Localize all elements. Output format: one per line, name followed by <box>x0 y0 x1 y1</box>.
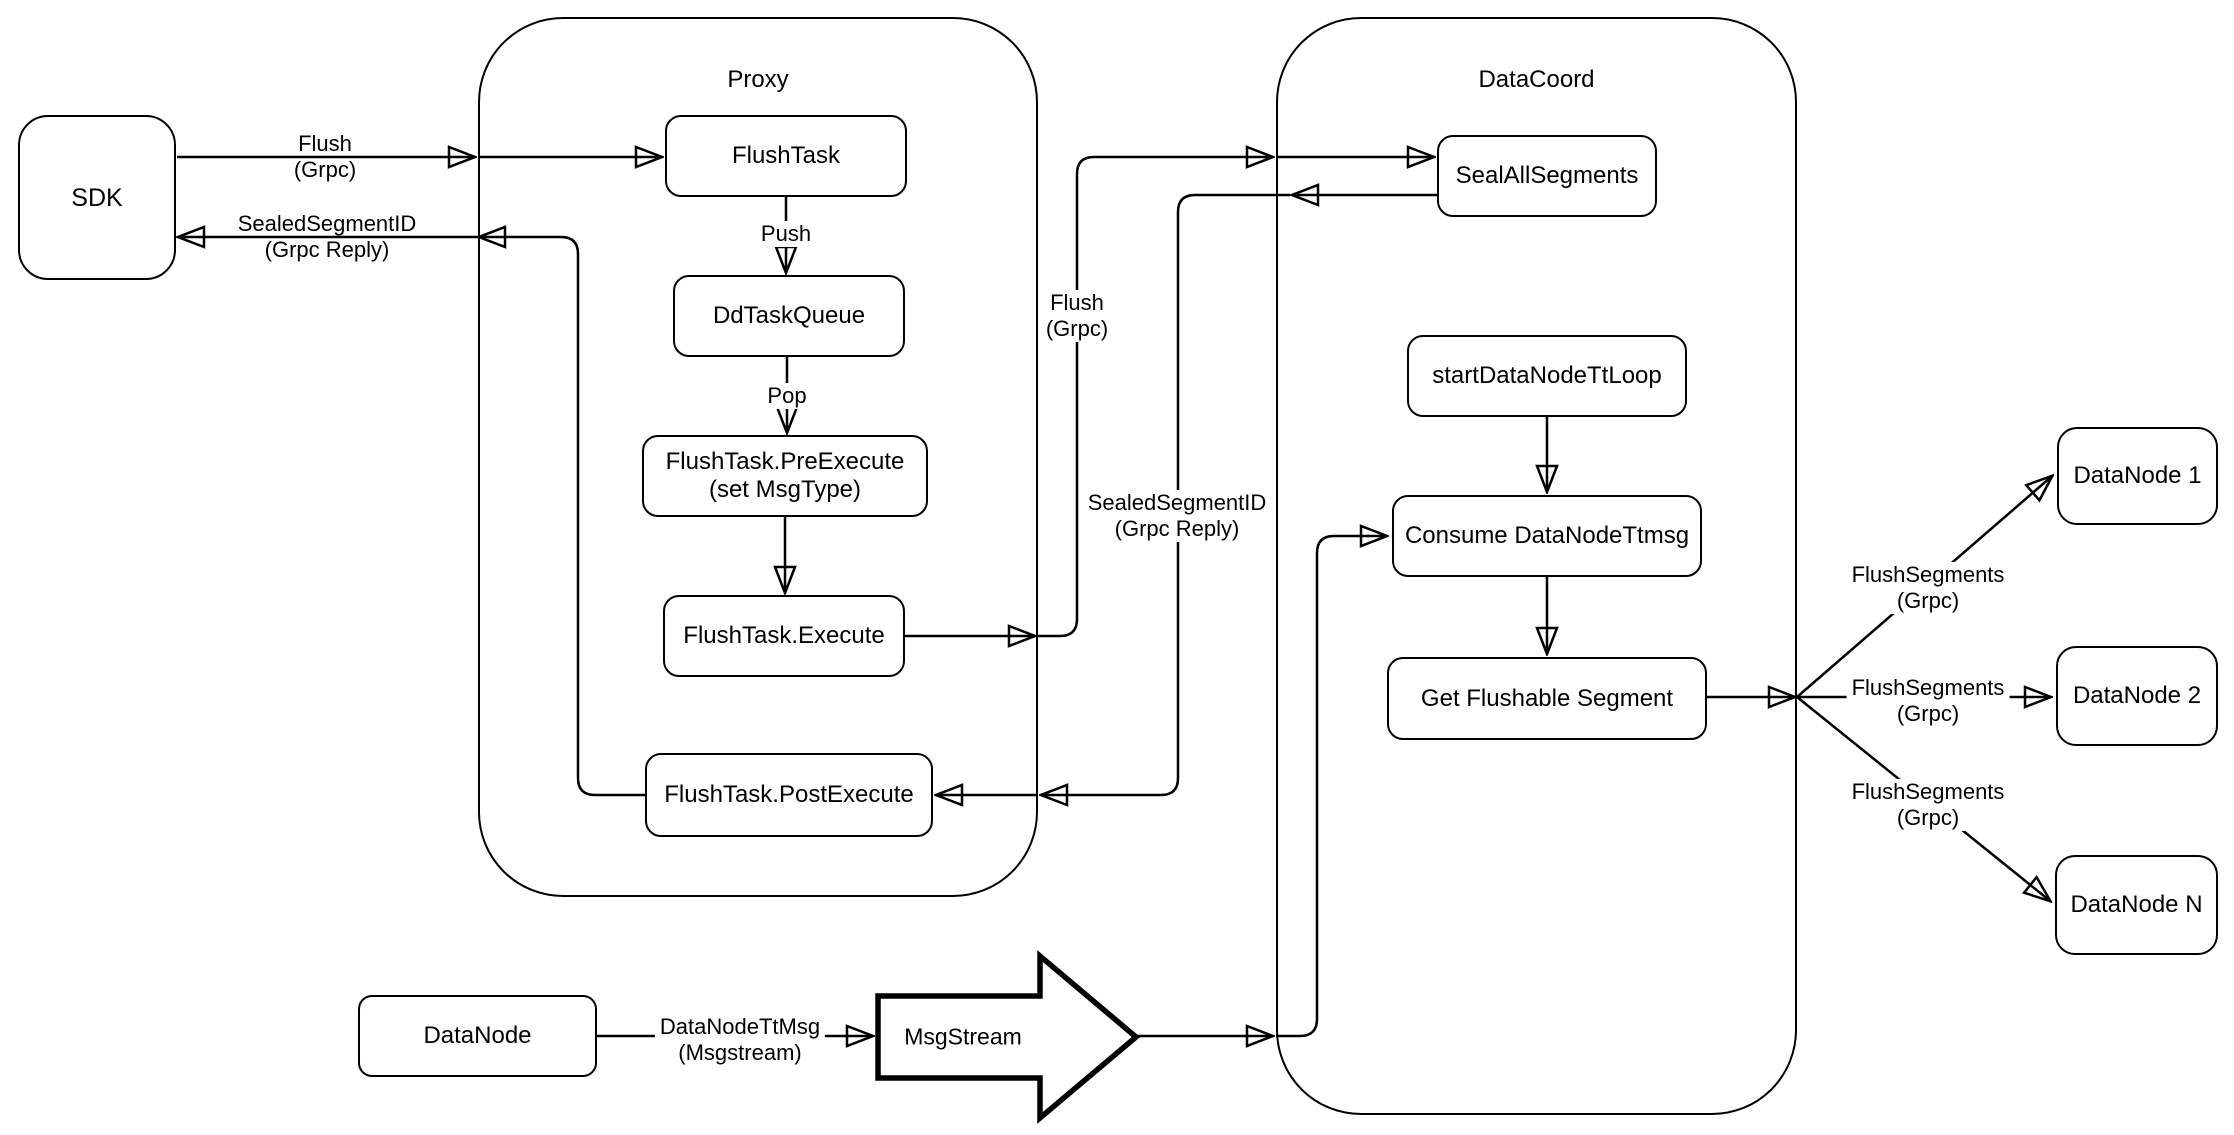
edge-label-sealedsegmentid-mid: SealedSegmentID (Grpc Reply) <box>1082 490 1272 542</box>
node-datanoden: DataNode N <box>2055 855 2218 955</box>
node-startdatanodettloop-label: startDataNodeTtLoop <box>1432 362 1662 389</box>
edge-label-flushsegments-3: FlushSegments (Grpc) <box>1846 779 2010 831</box>
edge-label-datanodettmsg-line1: DataNodeTtMsg <box>659 1014 821 1039</box>
edge-label-flushsegments-1-line1: FlushSegments <box>1851 562 2005 587</box>
edge-label-flushsegments-2-line2: (Grpc) <box>1896 701 1960 726</box>
node-execute-label: FlushTask.Execute <box>683 622 885 649</box>
edge-label-flush-sdk-line2: (Grpc) <box>293 157 357 182</box>
node-sdk: SDK <box>18 115 176 280</box>
edge-label-datanodettmsg-line2: (Msgstream) <box>678 1040 802 1065</box>
node-getflushablesegment-label: Get Flushable Segment <box>1420 684 1674 712</box>
edge-label-push: Push <box>755 221 817 247</box>
edge-label-sealedsegmentid-mid-line2: (Grpc Reply) <box>1114 516 1240 541</box>
node-datanode-bottom: DataNode <box>358 995 597 1077</box>
edge-label-flush-sdk-line1: Flush <box>298 131 352 156</box>
edge-label-pop: Pop <box>762 383 812 409</box>
edge-label-datanodettmsg: DataNodeTtMsg (Msgstream) <box>654 1014 826 1066</box>
node-execute: FlushTask.Execute <box>663 595 905 677</box>
node-getflushablesegment: Get Flushable Segment <box>1387 657 1707 740</box>
node-ddtaskqueue-label: DdTaskQueue <box>712 302 866 329</box>
edge-label-flushsegments-2: FlushSegments (Grpc) <box>1846 675 2010 727</box>
edge-label-flush-mid-line1: Flush <box>1050 290 1104 315</box>
node-consumedatanodettmsg-label: Consume DataNodeTtmsg <box>1404 522 1690 549</box>
edge-label-sealedsegmentid-sdk: SealedSegmentID (Grpc Reply) <box>238 211 417 263</box>
datacoord-container-title: DataCoord <box>1478 66 1595 93</box>
node-sdk-label: SDK <box>71 183 123 212</box>
edge-label-flushsegments-3-line2: (Grpc) <box>1896 805 1960 830</box>
edge-label-flush-mid-line2: (Grpc) <box>1045 316 1109 341</box>
node-datanode-bottom-label: DataNode <box>423 1022 532 1049</box>
proxy-container-title: Proxy <box>727 66 789 93</box>
node-flushtask: FlushTask <box>665 115 907 197</box>
node-datanode2: DataNode 2 <box>2056 646 2218 746</box>
node-flushtask-label: FlushTask <box>731 142 841 169</box>
edge-label-flush-sdk: Flush (Grpc) <box>294 131 356 183</box>
edge-label-sealedsegmentid-mid-line1: SealedSegmentID <box>1087 490 1267 515</box>
edge-label-flushsegments-3-line1: FlushSegments <box>1851 779 2005 804</box>
node-datanoden-label: DataNode N <box>2070 891 2203 918</box>
node-preexecute-label-line1: FlushTask.PreExecute <box>665 448 905 475</box>
node-datanode2-label: DataNode 2 <box>2072 682 2202 709</box>
edge-flush-up-to-datacoord-border <box>1036 157 1271 638</box>
node-consumedatanodettmsg: Consume DataNodeTtmsg <box>1392 495 1702 577</box>
node-datanode1-label: DataNode 1 <box>2073 462 2202 489</box>
node-preexecute-label-line2: (set MsgType) <box>708 476 862 503</box>
edge-label-flushsegments-1-line2: (Grpc) <box>1896 588 1960 613</box>
node-sealallsegments: SealAllSegments <box>1437 135 1657 217</box>
node-startdatanodettloop: startDataNodeTtLoop <box>1407 335 1687 417</box>
edge-label-flush-mid: Flush (Grpc) <box>1040 290 1114 342</box>
node-datanode1: DataNode 1 <box>2057 427 2218 525</box>
edge-label-sealedsegmentid-sdk-line1: SealedSegmentID <box>237 211 417 236</box>
node-preexecute: FlushTask.PreExecute (set MsgType) <box>642 435 928 517</box>
node-sealallsegments-label: SealAllSegments <box>1455 162 1639 189</box>
node-ddtaskqueue: DdTaskQueue <box>673 275 905 357</box>
edge-label-flushsegments-1: FlushSegments (Grpc) <box>1846 562 2010 614</box>
node-postexecute: FlushTask.PostExecute <box>645 753 933 837</box>
edge-label-sealedsegmentid-sdk-line2: (Grpc Reply) <box>264 237 390 262</box>
edge-label-flushsegments-2-line1: FlushSegments <box>1851 675 2005 700</box>
msgstream-label: MsgStream <box>904 1023 1022 1050</box>
node-postexecute-label: FlushTask.PostExecute <box>664 781 914 808</box>
